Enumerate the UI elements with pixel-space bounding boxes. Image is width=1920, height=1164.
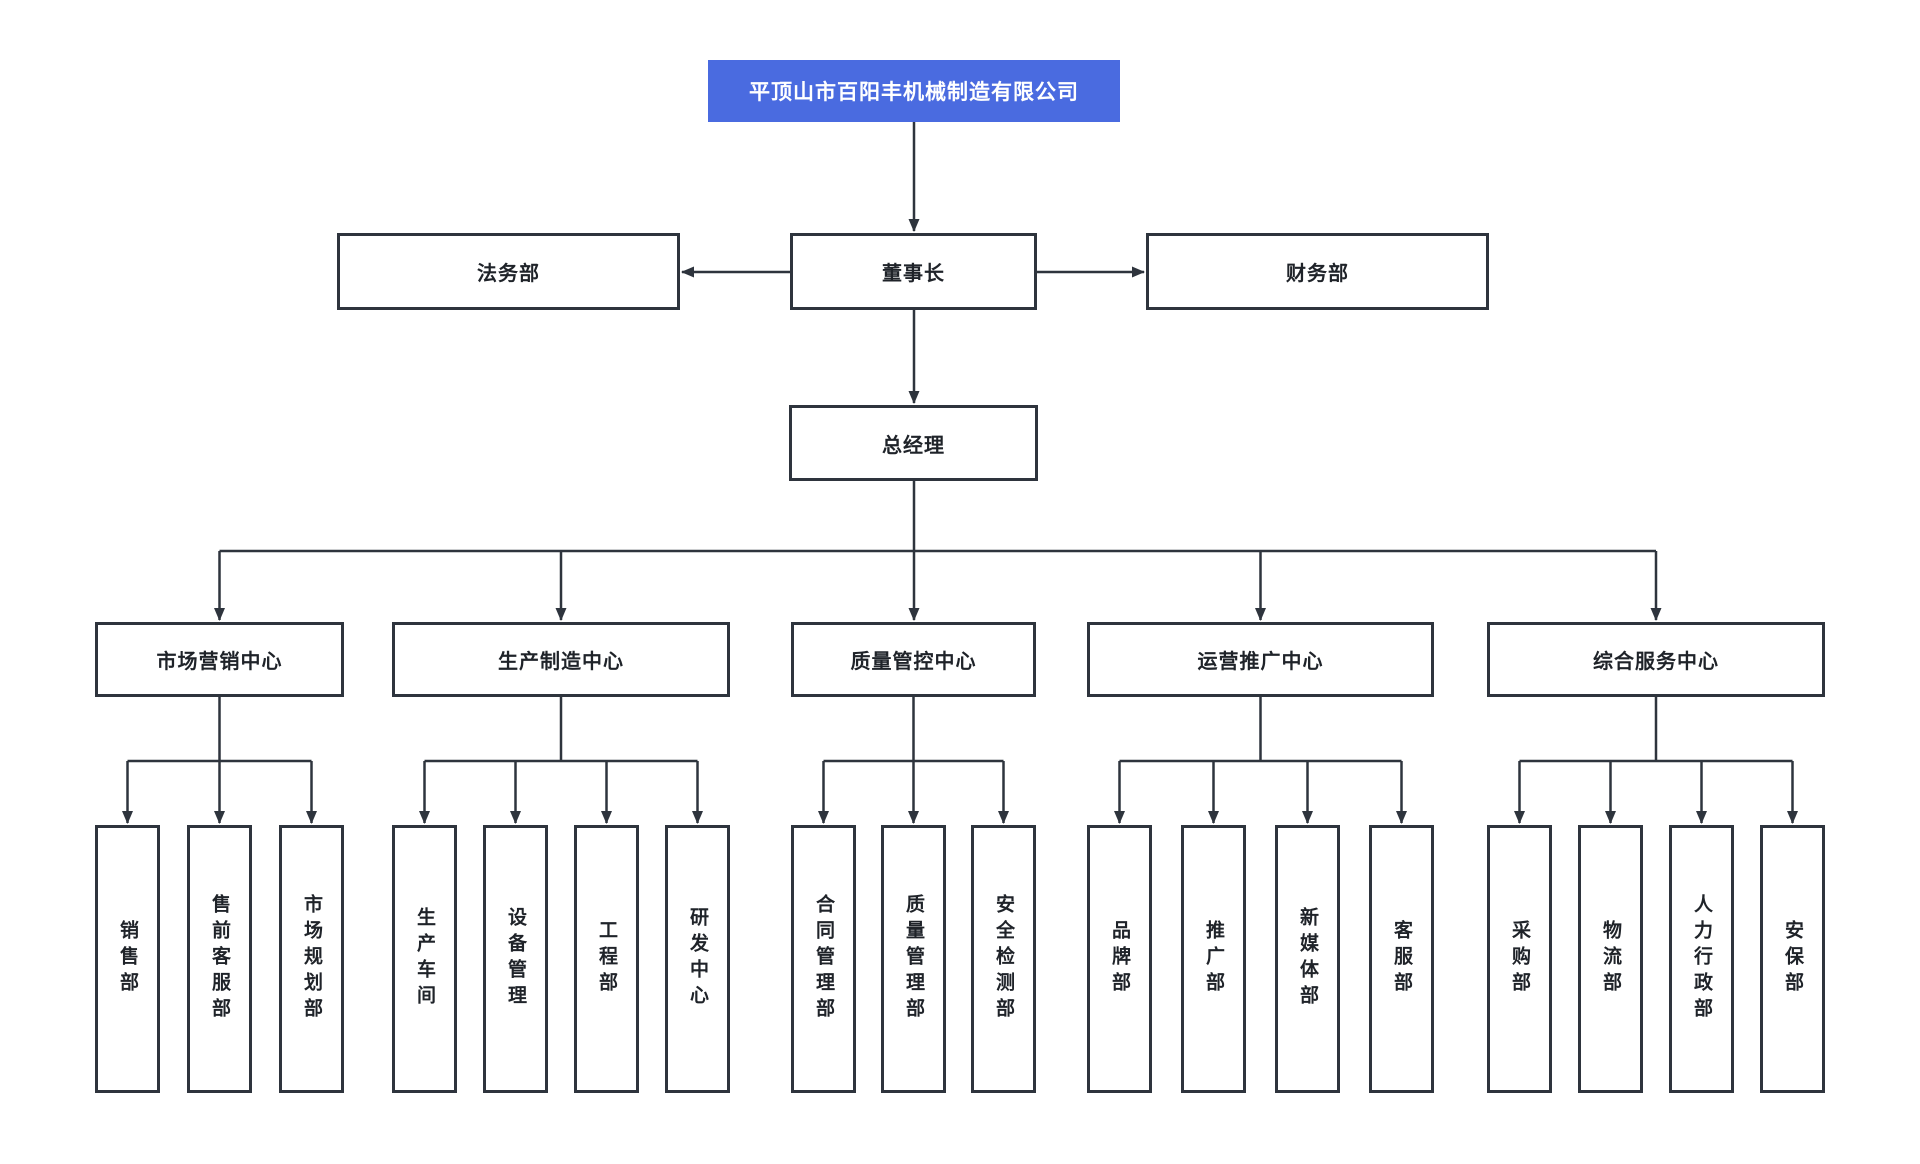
leaf-label: 质量管理部 [903,894,924,1024]
leaf-label: 生产车间 [414,907,435,1011]
leaf-label: 人力行政部 [1691,894,1712,1024]
node-finance-dept[interactable]: 财务部 [1146,233,1489,310]
center-label: 市场营销中心 [156,651,283,673]
leaf-node[interactable]: 生产车间 [392,825,457,1093]
leaf-node[interactable]: 物流部 [1578,825,1643,1093]
node-center-production[interactable]: 生产制造中心 [392,622,730,697]
leaf-label: 新媒体部 [1297,907,1318,1011]
leaf-label: 品牌部 [1109,920,1130,998]
legal-dept-label: 法务部 [477,263,540,285]
leaf-node[interactable]: 品牌部 [1087,825,1152,1093]
leaf-label: 售前客服部 [209,894,230,1024]
center-label: 质量管控中心 [850,651,977,673]
general-manager-label: 总经理 [882,434,945,457]
leaf-node[interactable]: 设备管理 [483,825,548,1093]
leaf-label: 研发中心 [687,907,708,1011]
leaf-node[interactable]: 合同管理部 [791,825,856,1093]
leaf-node[interactable]: 安保部 [1760,825,1825,1093]
leaf-node[interactable]: 安全检测部 [971,825,1036,1093]
leaf-label: 安全检测部 [993,894,1014,1024]
leaf-label: 安保部 [1782,920,1803,998]
leaf-node[interactable]: 市场规划部 [279,825,344,1093]
center-label: 生产制造中心 [498,651,624,673]
node-center-quality[interactable]: 质量管控中心 [791,622,1036,697]
company-label: 平顶山市百阳丰机械制造有限公司 [749,81,1079,104]
leaf-node[interactable]: 研发中心 [665,825,730,1093]
node-center-operations[interactable]: 运营推广中心 [1087,622,1434,697]
finance-dept-label: 财务部 [1286,263,1349,285]
node-chairman[interactable]: 董事长 [790,233,1037,310]
leaf-node[interactable]: 售前客服部 [187,825,252,1093]
leaf-label: 采购部 [1509,920,1530,998]
leaf-label: 合同管理部 [813,894,834,1024]
leaf-label: 推广部 [1203,920,1224,998]
node-general-manager[interactable]: 总经理 [789,405,1038,481]
chairman-label: 董事长 [882,263,945,285]
leaf-node[interactable]: 推广部 [1181,825,1246,1093]
leaf-label: 物流部 [1600,920,1621,998]
leaf-node[interactable]: 客服部 [1369,825,1434,1093]
center-label: 运营推广中心 [1197,651,1324,673]
leaf-node[interactable]: 工程部 [574,825,639,1093]
leaf-node[interactable]: 人力行政部 [1669,825,1734,1093]
node-center-marketing[interactable]: 市场营销中心 [95,622,344,697]
leaf-node[interactable]: 采购部 [1487,825,1552,1093]
leaf-node[interactable]: 质量管理部 [881,825,946,1093]
node-legal-dept[interactable]: 法务部 [337,233,680,310]
leaf-label: 客服部 [1391,920,1412,998]
node-company[interactable]: 平顶山市百阳丰机械制造有限公司 [708,60,1120,122]
leaf-node[interactable]: 销售部 [95,825,160,1093]
leaf-label: 销售部 [117,920,138,998]
leaf-label: 工程部 [596,920,617,998]
leaf-node[interactable]: 新媒体部 [1275,825,1340,1093]
center-label: 综合服务中心 [1593,651,1719,673]
node-center-services[interactable]: 综合服务中心 [1487,622,1825,697]
leaf-label: 设备管理 [505,907,526,1011]
leaf-label: 市场规划部 [301,894,322,1024]
